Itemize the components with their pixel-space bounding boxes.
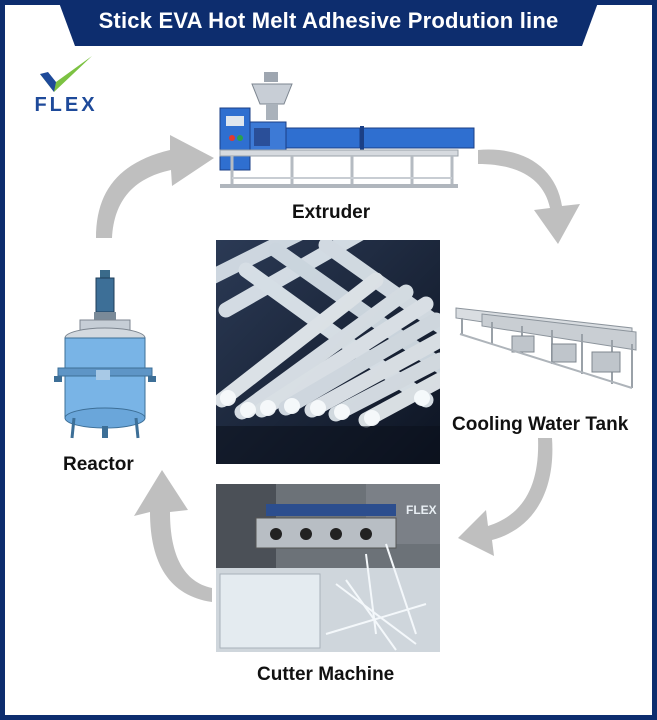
cutter-machine-label: Cutter Machine	[257, 664, 395, 685]
extruder-label: Extruder	[292, 202, 371, 223]
check-logo-icon	[40, 56, 92, 92]
cutter-sign: FLEX	[406, 503, 437, 517]
title-banner: Stick EVA Hot Melt Adhesive Prodution li…	[0, 0, 657, 46]
cooling-tank-image	[452, 300, 640, 394]
flex-logo: FLEX	[26, 52, 106, 122]
cycle-arrow-icon	[134, 470, 212, 602]
title-banner-shape	[0, 0, 657, 46]
logo-text: FLEX	[34, 94, 98, 116]
cycle-arrow-icon	[458, 438, 553, 556]
reactor-image	[50, 266, 160, 444]
reactor-label: Reactor	[63, 454, 134, 475]
glue-sticks-photo	[216, 240, 440, 464]
cycle-arrow-icon	[96, 135, 214, 238]
cycle-arrow-icon	[478, 149, 580, 244]
cutter-machine-photo: FLEX	[216, 484, 440, 652]
diagram-title: Stick EVA Hot Melt Adhesive Prodution li…	[98, 8, 559, 33]
cooling-tank-label: Cooling Water Tank	[452, 414, 629, 435]
extruder-image	[212, 66, 478, 194]
